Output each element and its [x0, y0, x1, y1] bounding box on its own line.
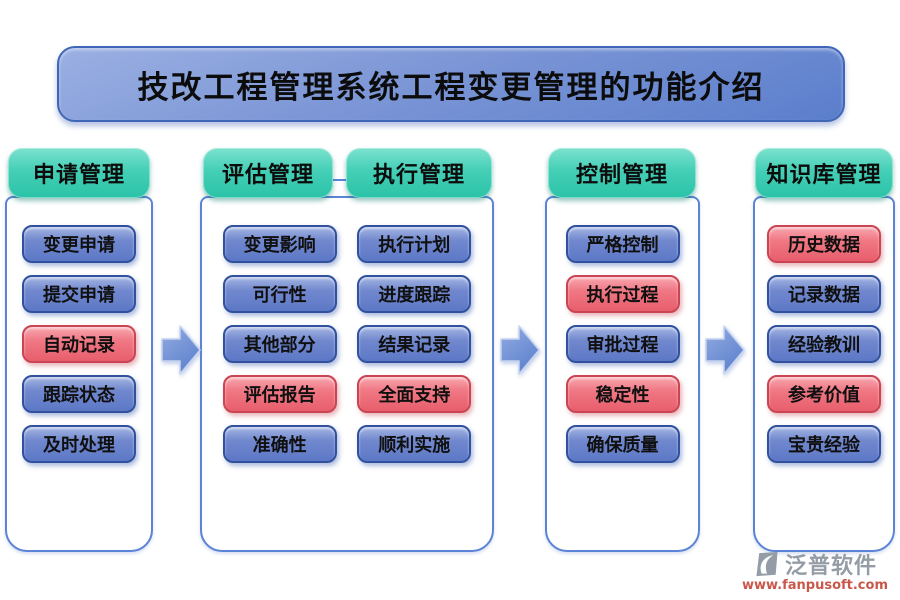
panel-evaluation-and-execution: 变更影响 可行性 其他部分 评估报告 准确性 执行计划 进度跟踪 结果记录 全面…	[200, 196, 494, 552]
feature-pill: 变更影响	[222, 225, 337, 263]
feature-pill: 跟踪状态	[22, 375, 136, 413]
flow-arrow-right-icon	[705, 325, 745, 375]
column-header-execution-management: 执行管理	[346, 148, 492, 198]
column-header-application-management: 申请管理	[8, 148, 150, 198]
panel-application-management: 变更申请 提交申请 自动记录 跟踪状态 及时处理	[5, 196, 153, 552]
feature-pill: 执行计划	[357, 225, 472, 263]
feature-pill: 经验教训	[767, 325, 881, 363]
column-header-evaluation-management: 评估管理	[203, 148, 333, 198]
diagram-title: 技改工程管理系统工程变更管理的功能介绍	[57, 46, 845, 122]
feature-pill: 准确性	[222, 425, 337, 463]
header-connector-line	[331, 179, 348, 181]
feature-pill: 其他部分	[222, 325, 337, 363]
feature-pill: 严格控制	[565, 225, 680, 263]
column-header-control-management: 控制管理	[548, 148, 696, 198]
flow-arrow-right-icon	[500, 325, 540, 375]
brand-name: 泛普软件	[784, 553, 877, 579]
feature-pill: 记录数据	[767, 275, 881, 313]
feature-pill: 执行过程	[565, 275, 680, 313]
feature-pill: 参考价值	[767, 375, 881, 413]
feature-pill: 历史数据	[767, 225, 881, 263]
flow-arrow-right-icon	[161, 325, 201, 375]
feature-pill: 变更申请	[22, 225, 136, 263]
feature-pill: 稳定性	[565, 375, 680, 413]
feature-pill: 进度跟踪	[357, 275, 472, 313]
panel-knowledge-base-management: 历史数据 记录数据 经验教训 参考价值 宝贵经验	[753, 196, 895, 552]
brand-url: www.fanpusoft.com	[741, 578, 888, 593]
feature-pill: 审批过程	[565, 325, 680, 363]
fanpu-logo-icon	[756, 551, 778, 577]
feature-pill: 顺利实施	[357, 425, 472, 463]
brand-footer: 泛普软件 www.fanpusoft.com	[742, 548, 888, 593]
feature-pill: 可行性	[222, 275, 337, 313]
feature-pill: 结果记录	[357, 325, 472, 363]
feature-pill: 提交申请	[22, 275, 136, 313]
execution-column: 执行计划 进度跟踪 结果记录 全面支持 顺利实施	[357, 198, 472, 463]
feature-pill: 确保质量	[565, 425, 680, 463]
feature-pill: 自动记录	[22, 325, 136, 363]
panel-control-management: 严格控制 执行过程 审批过程 稳定性 确保质量	[545, 196, 700, 552]
evaluation-column: 变更影响 可行性 其他部分 评估报告 准确性	[222, 198, 337, 463]
feature-pill: 全面支持	[357, 375, 472, 413]
column-header-knowledge-base-management: 知识库管理	[755, 148, 893, 198]
feature-pill: 评估报告	[222, 375, 337, 413]
feature-pill: 及时处理	[22, 425, 136, 463]
feature-pill: 宝贵经验	[767, 425, 881, 463]
